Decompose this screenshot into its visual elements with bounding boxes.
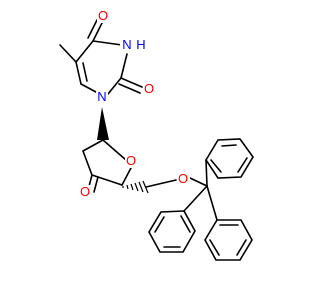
- bond-c4-c3: [91, 174, 123, 186]
- svg-text:O: O: [126, 153, 136, 168]
- bond-n1-c1-wedge: [97, 107, 109, 140]
- atom-o-ring: O: [125, 153, 137, 168]
- bond-c3-o-ketone-double: [93, 176, 99, 193]
- bond-c6-c5: [75, 61, 82, 85]
- bond-ct-ph1: [205, 159, 208, 187]
- atom-o-ketone: O: [79, 184, 91, 199]
- bond-c3-c2: [82, 150, 93, 176]
- phenyl-ring-bottom: [204, 219, 253, 261]
- phenyl-ring-left: [148, 210, 196, 253]
- bond-ct-ph3: [206, 185, 218, 221]
- svg-text:H: H: [136, 37, 145, 52]
- bond-c1-o4: [102, 139, 127, 161]
- molecule-structure: O H N O N O O O: [59, 8, 254, 261]
- bond-c2-n1: [107, 77, 122, 95]
- svg-text:O: O: [144, 81, 154, 96]
- bond-c4-n3: [92, 40, 123, 46]
- bond-n1-c6: [80, 83, 97, 93]
- bond-c2-c1: [82, 139, 104, 152]
- atom-labels: O H N O N O O O: [79, 8, 190, 199]
- atom-o-top: O: [97, 8, 109, 23]
- bond-o4-c4: [121, 165, 133, 186]
- bond-c4-ch2-hash: [122, 180, 149, 194]
- atom-nh: H N: [120, 37, 146, 52]
- atom-o-ether: O: [177, 171, 190, 186]
- bonds: [59, 19, 254, 261]
- bond-o-ctrityl: [189, 177, 208, 187]
- bond-ch2-o: [145, 179, 177, 188]
- bond-c4-o: [92, 22, 103, 42]
- svg-text:O: O: [178, 171, 188, 186]
- bond-c2-o: [120, 77, 143, 88]
- svg-text:O: O: [80, 184, 90, 199]
- svg-text:O: O: [98, 8, 108, 23]
- bond-ct-ph2: [183, 185, 208, 212]
- bond-c2-o-double: [118, 83, 141, 94]
- svg-text:N: N: [97, 89, 106, 104]
- atom-o-right: O: [143, 81, 155, 96]
- bond-c6-c5-double: [82, 62, 88, 82]
- svg-text:N: N: [122, 37, 131, 52]
- bond-c5-methyl: [59, 44, 77, 63]
- bond-n3-c2: [120, 53, 128, 79]
- atom-n1: N: [96, 89, 108, 104]
- bond-c4-o-double: [87, 19, 98, 39]
- phenyl-ring-top: [205, 138, 254, 179]
- bond-c4-c5: [75, 40, 94, 63]
